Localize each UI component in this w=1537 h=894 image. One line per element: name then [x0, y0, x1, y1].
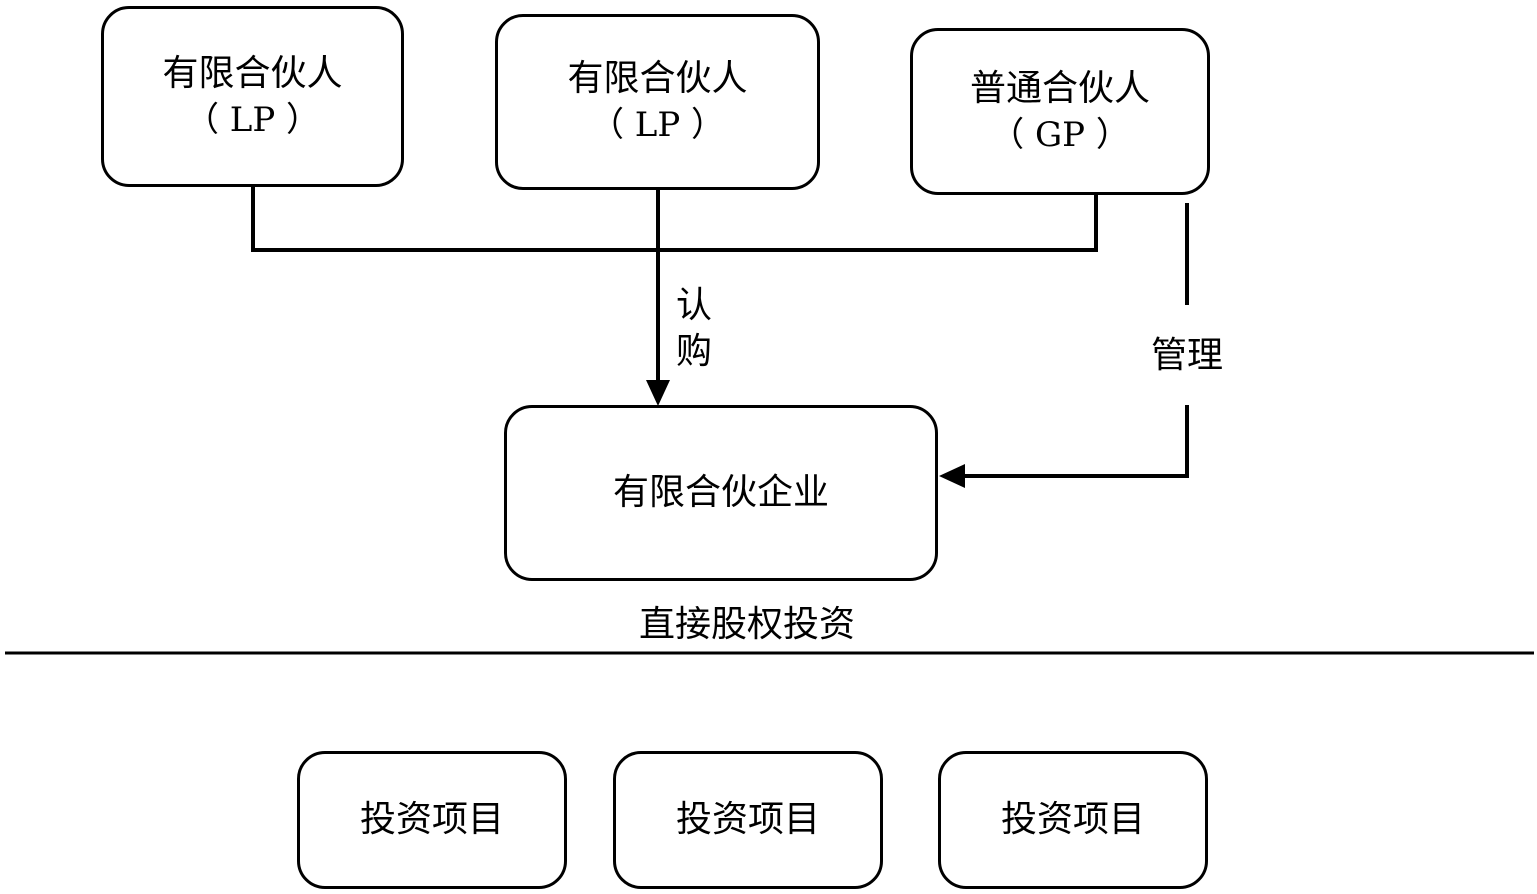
project-box-1: 投资项目 [297, 751, 567, 889]
partner-box-lp-1: 有限合伙人 （ LP ） [101, 6, 404, 187]
enterprise-name: 有限合伙企业 [612, 472, 829, 513]
project-box-2: 投资项目 [613, 751, 883, 889]
subscribe-arrowhead [646, 380, 670, 406]
partner-join-line [251, 186, 1098, 252]
partner-name: 有限合伙人 [162, 52, 343, 94]
project-name: 投资项目 [675, 799, 820, 840]
partner-name: 有限合伙人 [567, 58, 748, 99]
partner-box-gp: 普通合伙人 （ GP ） [910, 28, 1210, 195]
manage-line-lower [963, 405, 1189, 478]
partner-role: （ GP ） [990, 114, 1130, 155]
project-name: 投资项目 [1000, 799, 1145, 840]
project-box-3: 投资项目 [938, 751, 1208, 889]
subscribe-label-char-1: 认 [676, 285, 713, 326]
project-name: 投资项目 [359, 799, 504, 840]
manage-label: 管理 [1151, 335, 1224, 376]
enterprise-box: 有限合伙企业 [504, 405, 938, 581]
partner-role: （ LP ） [184, 99, 321, 140]
investment-mode-label: 直接股权投资 [639, 604, 856, 645]
partner-box-lp-2: 有限合伙人 （ LP ） [495, 14, 820, 190]
partner-role: （ LP ） [589, 105, 726, 145]
partner-name: 普通合伙人 [969, 67, 1150, 109]
subscribe-label-char-2: 购 [676, 331, 713, 372]
manage-arrowhead [939, 464, 965, 488]
